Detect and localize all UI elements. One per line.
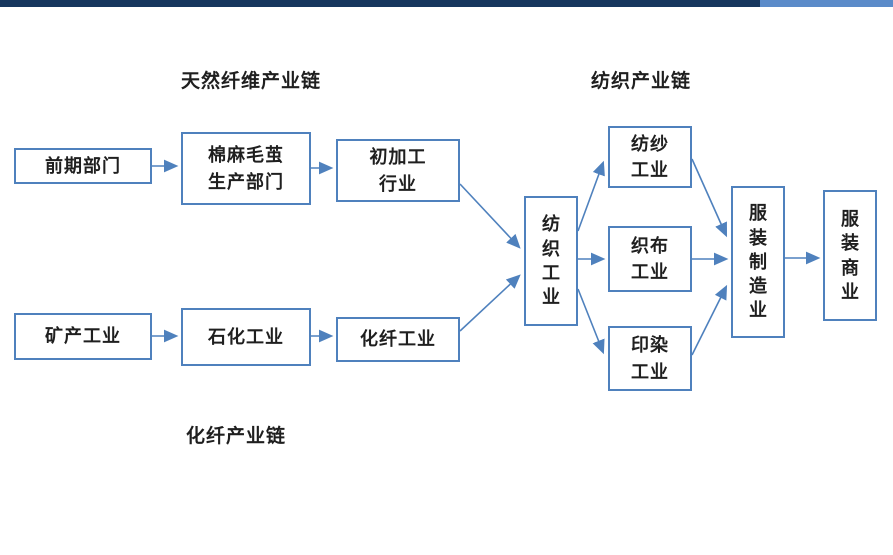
node-textile-industry: 纺 织 工 业 bbox=[524, 196, 578, 326]
arrow-textile-to-dyeing bbox=[577, 288, 605, 355]
node-chemical-fiber-industry: 化纤工业 bbox=[336, 317, 460, 362]
arrow-primary-to-textile bbox=[459, 183, 521, 249]
top-accent-bar-dark-segment bbox=[0, 0, 760, 7]
node-weaving-industry: 织布 工业 bbox=[608, 226, 692, 292]
node-dyeing-industry: 印染 工业 bbox=[608, 326, 692, 391]
top-accent-bar bbox=[0, 0, 893, 7]
node-cotton-hemp-wool-silk-dept: 棉麻毛茧 生产部门 bbox=[181, 132, 311, 205]
arrow-chemfiber-to-textile bbox=[459, 274, 521, 332]
node-spinning-industry: 纺纱 工业 bbox=[608, 126, 692, 188]
arrow-dyeing-to-garment-mfg bbox=[691, 284, 728, 356]
label-chemical-fiber-chain: 化纤产业链 bbox=[186, 426, 287, 447]
label-textile-chain: 纺织产业链 bbox=[591, 71, 692, 92]
node-mineral-industry: 矿产工业 bbox=[14, 313, 152, 360]
node-primary-processing: 初加工 行业 bbox=[336, 139, 460, 202]
node-garment-commerce: 服 装 商 业 bbox=[823, 190, 877, 321]
node-petrochemical-industry: 石化工业 bbox=[181, 308, 311, 366]
node-early-stage-dept: 前期部门 bbox=[14, 148, 152, 184]
top-accent-bar-light-segment bbox=[760, 0, 893, 7]
arrow-textile-to-spinning bbox=[577, 160, 605, 232]
label-natural-fiber-chain: 天然纤维产业链 bbox=[181, 71, 322, 92]
node-garment-manufacturing: 服 装 制 造 业 bbox=[731, 186, 785, 338]
arrow-spinning-to-garment-mfg bbox=[691, 158, 727, 238]
